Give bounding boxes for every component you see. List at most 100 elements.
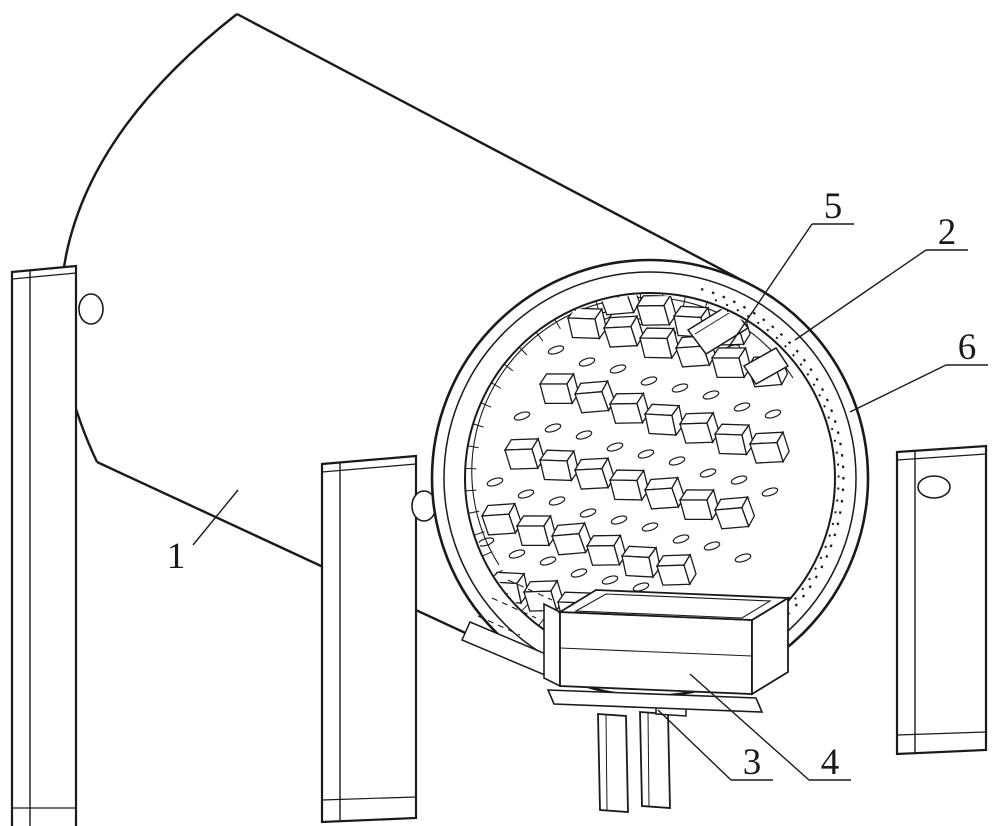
paddle-front-face [574,467,609,490]
screen-hole [734,553,752,563]
paddle-front-face [567,317,601,340]
reference-labels: 1 5 2 6 3 4 [167,186,988,783]
paddle-front-face [574,390,610,414]
lifter-paddle [713,423,755,457]
support-leg-left-top-line [11,272,77,280]
rim-tick [467,445,479,449]
paddle-front-face [609,402,644,424]
support-leg-middle-top-line [321,463,417,473]
rim-tick [472,423,484,428]
paddle-front-face [714,433,748,456]
label-6-text: 6 [958,327,977,368]
screen-hole [699,468,717,478]
screen-hole [672,534,690,544]
paddle-front-face [679,499,713,521]
label-4-leader [689,673,810,781]
paddle-front-face [636,304,671,326]
lifter-paddle [608,469,650,502]
chute-opening-inner-line [574,593,772,619]
rim-tick [518,346,528,356]
support-leg-middle-foot-line [321,796,417,801]
screen-hole [606,442,624,452]
label-6-leader [849,364,947,413]
rim-tick [465,467,477,470]
support-leg-right-foot-line [896,731,987,736]
paddle-front-face [504,448,539,470]
screen-hole [764,409,782,419]
label-1-leader [192,489,239,546]
screen-hole [601,575,619,585]
screen-hole [486,477,504,487]
screen-hole [517,489,535,499]
drum-face [430,258,870,698]
chute-left-end-face [543,602,561,688]
lifter-paddle [678,488,720,521]
support-leg-middle [320,454,437,824]
lifter-paddle [602,314,644,348]
paddle-front-face [539,459,573,482]
screen-hole [539,556,557,566]
lifter-plate-large-inner-line [694,309,735,335]
label-3-leader [657,709,732,781]
lifter-paddle [515,514,557,547]
label-2-text: 2 [938,212,957,253]
support-leg-left-body [10,264,78,826]
label-3: 3 [657,709,773,783]
paddle-front-face [609,479,643,501]
label-4: 4 [689,673,851,783]
label-6: 6 [849,327,988,413]
support-leg-right [895,444,988,756]
rim-tick [535,331,544,342]
screen-hole [671,383,689,393]
trunnion-pin-left [78,293,104,325]
discharge-chute [461,579,791,717]
lifter-paddle [480,502,522,536]
paddle-front-face [711,357,745,379]
lifter-paddle [608,391,650,425]
wall-perforation-ring-outer [632,287,845,675]
label-5-text: 5 [824,186,843,227]
chute-front-face [559,611,753,695]
stand-foot-left-edge-line [605,714,608,812]
paddle-front-face [516,525,550,547]
chute-hatch-dashes [477,579,553,636]
label-1-text: 1 [167,536,186,577]
support-leg-left [10,264,104,826]
rim-tick [554,319,561,330]
rim-tick [480,402,492,408]
rim-tick [503,363,514,372]
stand-foot-right [639,711,671,809]
paddle-front-face [551,532,587,556]
screen-hole [730,475,748,485]
paddle-front-face [603,325,638,348]
label-5-leader [727,223,813,349]
paddle-front-face [714,506,750,530]
lifter-paddle [573,379,616,414]
lifter-paddle [643,476,685,510]
stand-foot-right-edge-line [647,712,650,808]
paddle-front-face [539,383,573,405]
lifter-paddle [638,327,680,360]
rim-tick [482,551,493,557]
lifter-paddle [748,430,790,464]
screen-hole [733,402,751,412]
paddle-front-face [639,337,673,359]
paddle-front-face [586,544,621,566]
rim-tick [473,531,485,536]
label-1: 1 [167,489,239,577]
screen-hole [761,487,779,497]
lifter-paddle [710,346,752,379]
label-4-text: 4 [821,742,840,783]
screen-hole [610,515,628,525]
screen-hole [548,496,566,506]
label-3-text: 3 [743,742,762,783]
screen-hole [547,345,565,355]
drum-stand-feet [597,711,671,813]
rim-tick [682,296,686,308]
screen-hole [703,541,721,551]
lifter-paddle [620,545,661,579]
screen-hole [544,423,562,433]
paddle-front-face [749,441,784,464]
